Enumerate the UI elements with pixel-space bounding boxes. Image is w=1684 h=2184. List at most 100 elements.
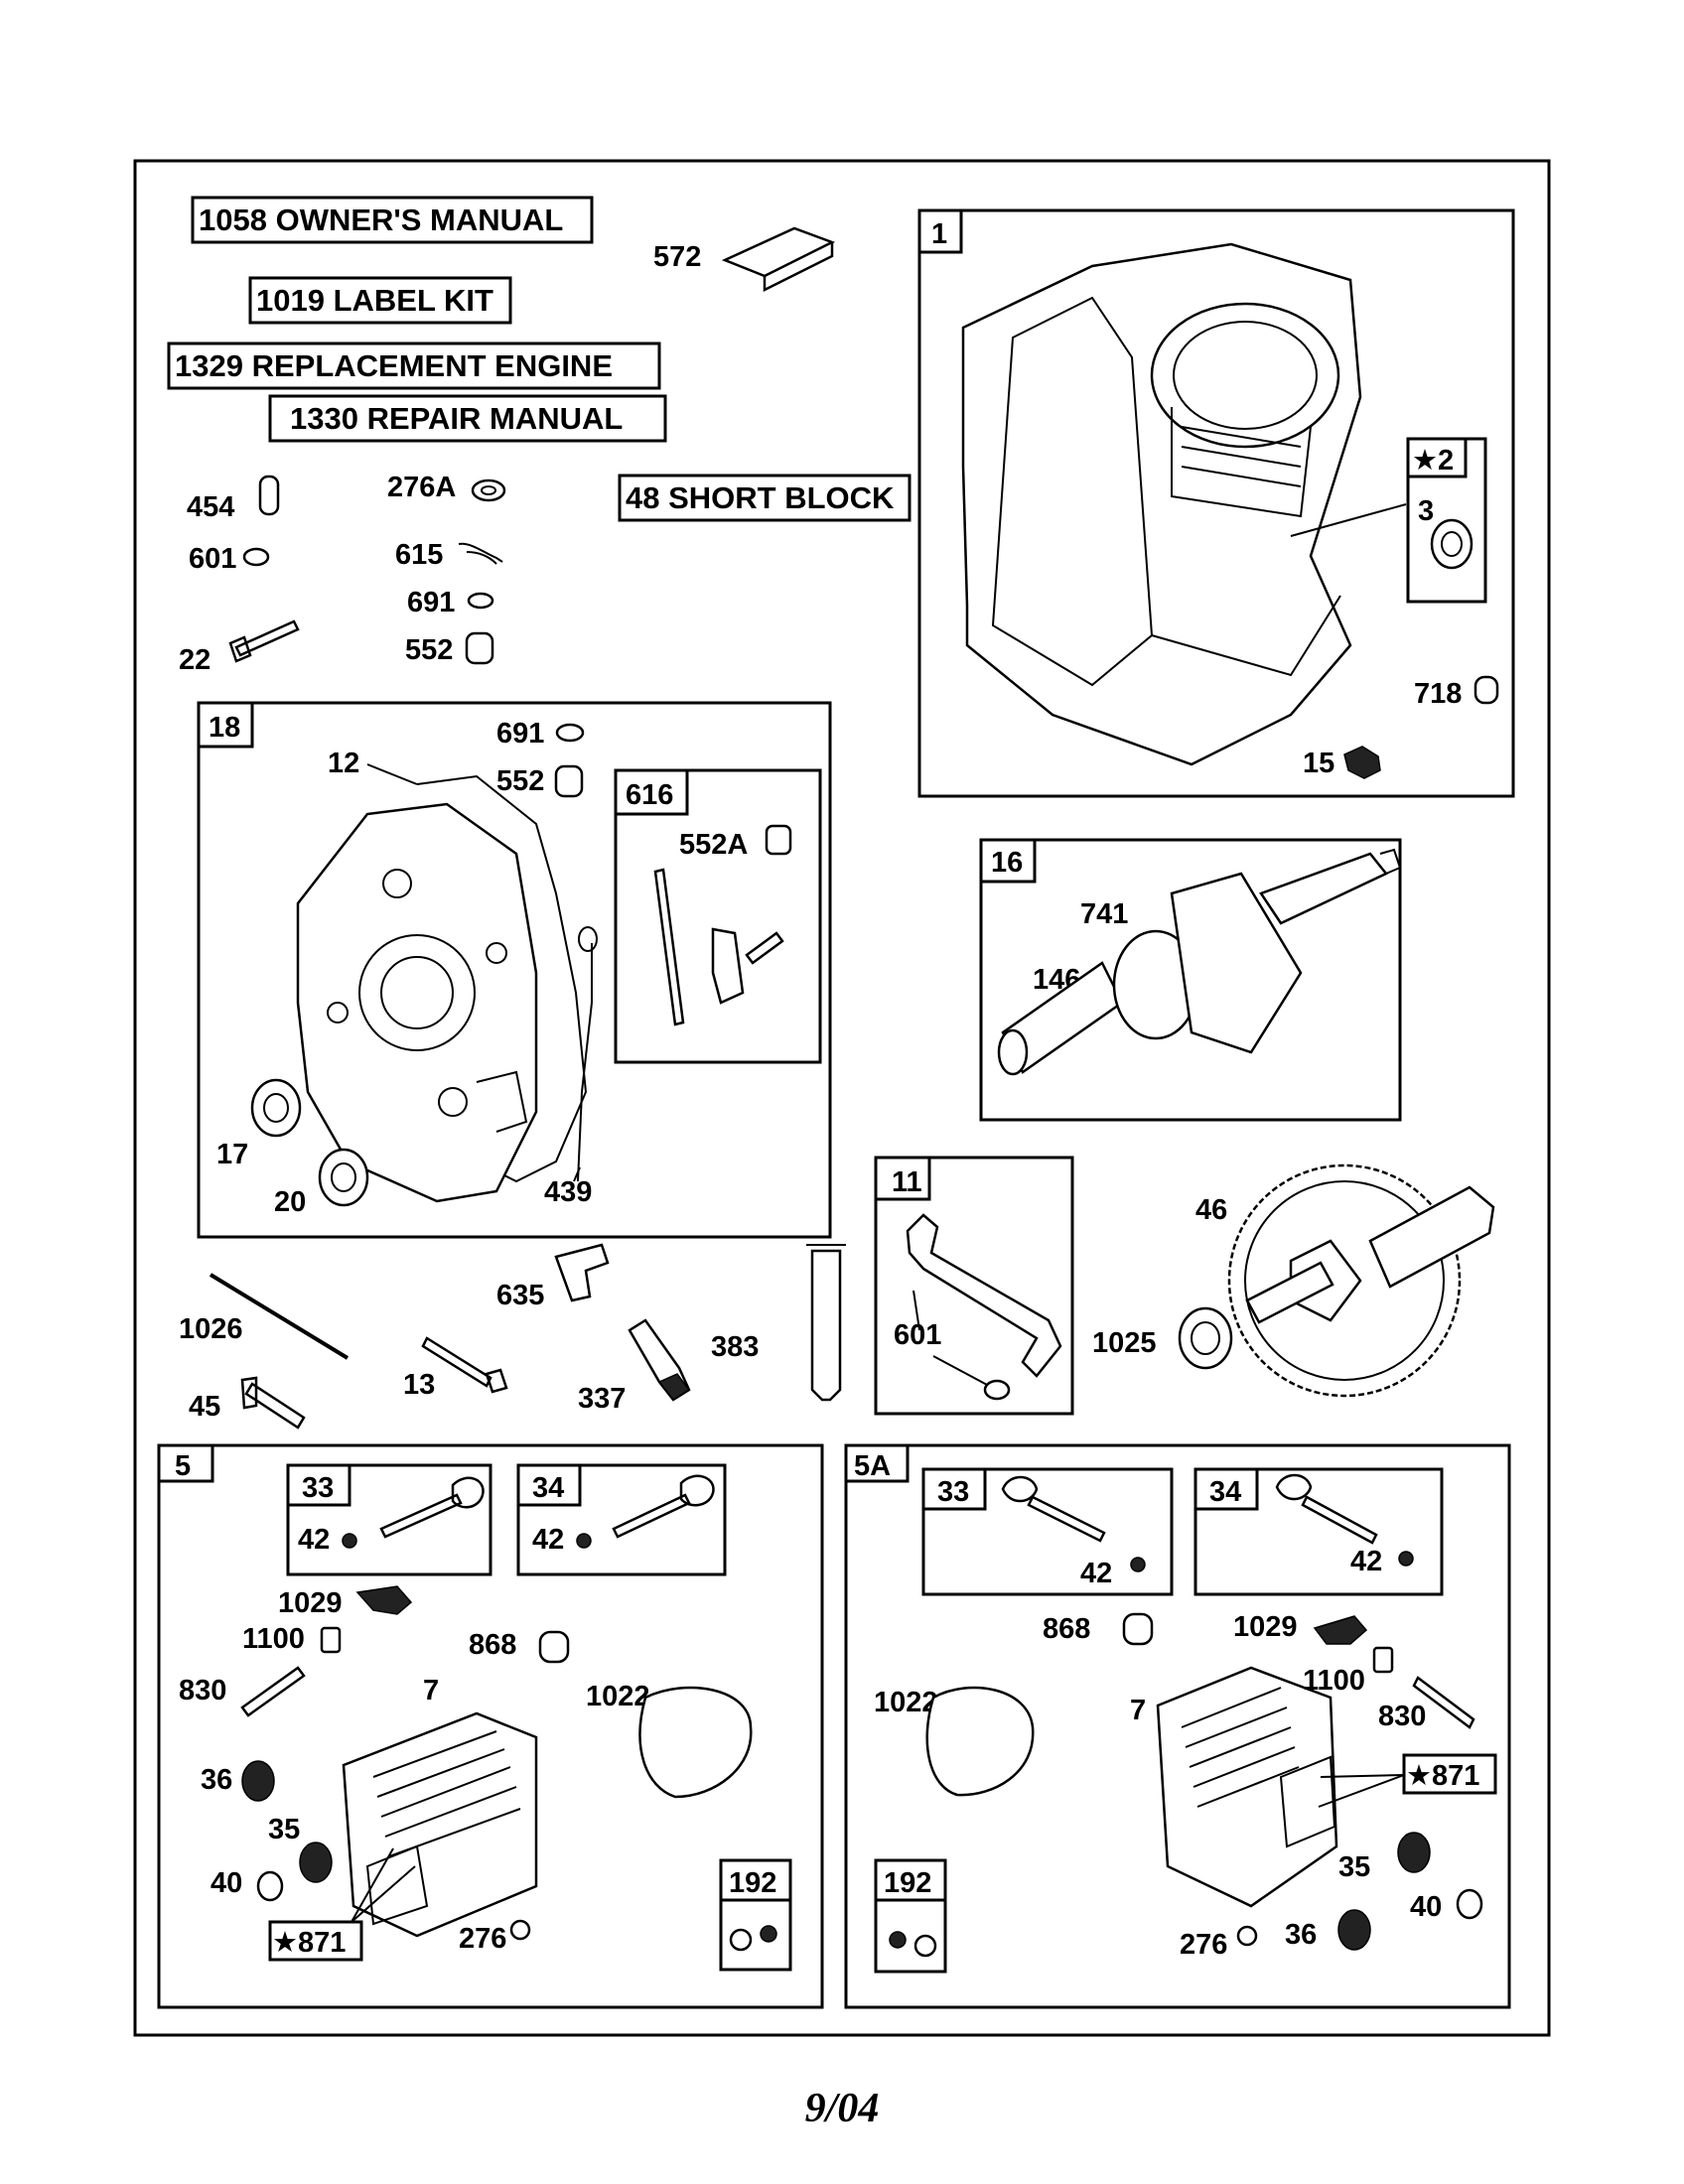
washer-276a-part[interactable]: [471, 478, 506, 502]
keeper-42-5a-b-part[interactable]: [1398, 1551, 1414, 1567]
label-1022-5a: 1022: [874, 1687, 938, 1718]
box-18: 18: [197, 701, 832, 1239]
bolt-13-part[interactable]: [421, 1336, 508, 1394]
cylinder-head-7-part[interactable]: [342, 1711, 538, 1938]
bracket-572-part[interactable]: [721, 226, 836, 293]
kit-short-block[interactable]: 48 SHORT BLOCK: [618, 474, 912, 522]
dowel-454-part[interactable]: [258, 475, 280, 516]
camshaft-46-part[interactable]: [1227, 1163, 1495, 1398]
stud-830-5a-part[interactable]: [1412, 1676, 1475, 1729]
drain-plug-15-part[interactable]: [1343, 746, 1381, 779]
crankcase-cover-18-part[interactable]: [296, 774, 588, 1203]
box-5-871: ★871: [268, 1847, 416, 1962]
cylinder-block-1-part[interactable]: [961, 242, 1407, 766]
washer-276-5a-part[interactable]: [1236, 1925, 1258, 1947]
kit-repair-manual[interactable]: 1330 REPAIR MANUAL: [268, 394, 667, 443]
rocker-1029-5a-part[interactable]: [1313, 1615, 1368, 1645]
box-5-valve-34: 34 42: [516, 1463, 727, 1576]
elbow-635-part[interactable]: [554, 1243, 610, 1302]
seal-868-5a-part[interactable]: [1122, 1612, 1154, 1646]
keeper-42-b-part[interactable]: [576, 1533, 592, 1549]
svg-text:33: 33: [937, 1476, 969, 1508]
rod-1026-part[interactable]: [209, 1273, 350, 1360]
spring-35-part[interactable]: [299, 1842, 333, 1883]
gasket-1022-part[interactable]: [638, 1686, 753, 1799]
cotter-pin-615-part[interactable]: [458, 542, 503, 565]
kit-replacement-engine[interactable]: 1329 REPLACEMENT ENGINE: [167, 341, 661, 390]
valve-34-5a-part[interactable]: [1275, 1473, 1378, 1545]
box-5a: 5A: [844, 1443, 1511, 2009]
gasket-1022-5a-part[interactable]: [925, 1686, 1035, 1797]
stud-830-part[interactable]: [240, 1666, 306, 1717]
breather-tube-11-part[interactable]: [906, 1213, 1062, 1378]
label-46: 46: [1195, 1194, 1227, 1226]
svg-text:11: 11: [892, 1166, 922, 1198]
label-718: 718: [1414, 678, 1462, 710]
seal-20-part[interactable]: [318, 1148, 369, 1207]
rocker-1029-part[interactable]: [355, 1585, 413, 1615]
washer-276-part[interactable]: [509, 1919, 531, 1941]
label-830-5a: 830: [1378, 1701, 1426, 1732]
label-552-box18: 552: [496, 765, 544, 797]
label-1026: 1026: [179, 1313, 243, 1345]
clamp-601-part[interactable]: [242, 547, 270, 567]
cylinder-head-7-5a-part[interactable]: [1156, 1666, 1338, 1908]
guide-1100-part[interactable]: [320, 1626, 342, 1654]
keeper-42-5a-part[interactable]: [1130, 1557, 1146, 1572]
washer-691-box18-part[interactable]: [555, 723, 585, 743]
kit-owners-manual[interactable]: 1058 OWNER'S MANUAL: [191, 196, 594, 244]
label-337: 337: [578, 1383, 626, 1415]
box-5a-871: ★871: [1318, 1753, 1497, 1808]
bushing-552-box18-part[interactable]: [554, 764, 584, 798]
svg-text:192: 192: [884, 1867, 931, 1899]
kit-label-kit[interactable]: 1019 LABEL KIT: [248, 276, 512, 325]
bolt-22-part[interactable]: [228, 619, 300, 663]
label-35-5a: 35: [1338, 1851, 1370, 1883]
label-572: 572: [653, 241, 701, 273]
svg-text:3: 3: [1418, 495, 1434, 527]
bushing-552-part[interactable]: [465, 631, 494, 665]
label-439: 439: [544, 1176, 592, 1208]
box-5-192: 192: [719, 1858, 792, 1972]
label-454: 454: [187, 491, 234, 523]
retainer-40-5a-part[interactable]: [1456, 1888, 1483, 1920]
label-12: 12: [328, 748, 359, 779]
label-276-box5: 276: [459, 1923, 506, 1955]
label-1029-5a: 1029: [1233, 1611, 1298, 1643]
svg-text:1: 1: [931, 218, 947, 250]
spring-35-5a-part[interactable]: [1397, 1832, 1431, 1873]
svg-text:34: 34: [532, 1472, 564, 1504]
label-868-5a: 868: [1043, 1613, 1090, 1645]
cup-552a-part[interactable]: [765, 824, 792, 856]
gasket-439-part[interactable]: [577, 943, 593, 1182]
retainer-40-part[interactable]: [256, 1870, 284, 1902]
plug-718-part[interactable]: [1474, 675, 1499, 705]
label-7-5a: 7: [1130, 1695, 1146, 1726]
svg-text:616: 616: [626, 779, 673, 811]
spring-36-part[interactable]: [241, 1760, 275, 1802]
spring-36-5a-part[interactable]: [1337, 1909, 1371, 1951]
seal-1025-part[interactable]: [1178, 1306, 1233, 1370]
guide-1100-5a-part[interactable]: [1372, 1646, 1394, 1674]
svg-text:16: 16: [991, 847, 1023, 879]
label-40-5a: 40: [1410, 1891, 1442, 1923]
oil-seal-3-part[interactable]: [1430, 518, 1474, 570]
label-45: 45: [189, 1391, 220, 1423]
governor-shaft-616-part[interactable]: [653, 868, 784, 1026]
dipstick-tube-part[interactable]: [810, 1249, 842, 1402]
washer-691-part[interactable]: [467, 592, 494, 610]
clamp-601-box11-part[interactable]: [983, 1379, 1011, 1401]
pin-45-part[interactable]: [240, 1376, 306, 1430]
seal-868-part[interactable]: [538, 1630, 570, 1664]
svg-text:★871: ★871: [272, 1927, 346, 1959]
keeper-42-part[interactable]: [342, 1533, 357, 1549]
crankshaft-16-part[interactable]: [997, 848, 1402, 1076]
valve-33-part[interactable]: [379, 1476, 485, 1539]
valve-34-part[interactable]: [612, 1474, 715, 1539]
valve-33-5a-part[interactable]: [1001, 1475, 1106, 1543]
nut-192-5a-part[interactable]: [889, 1931, 907, 1949]
nut-192-part[interactable]: [729, 1928, 753, 1952]
label-601: 601: [189, 543, 236, 575]
seal-17-part[interactable]: [250, 1078, 302, 1138]
